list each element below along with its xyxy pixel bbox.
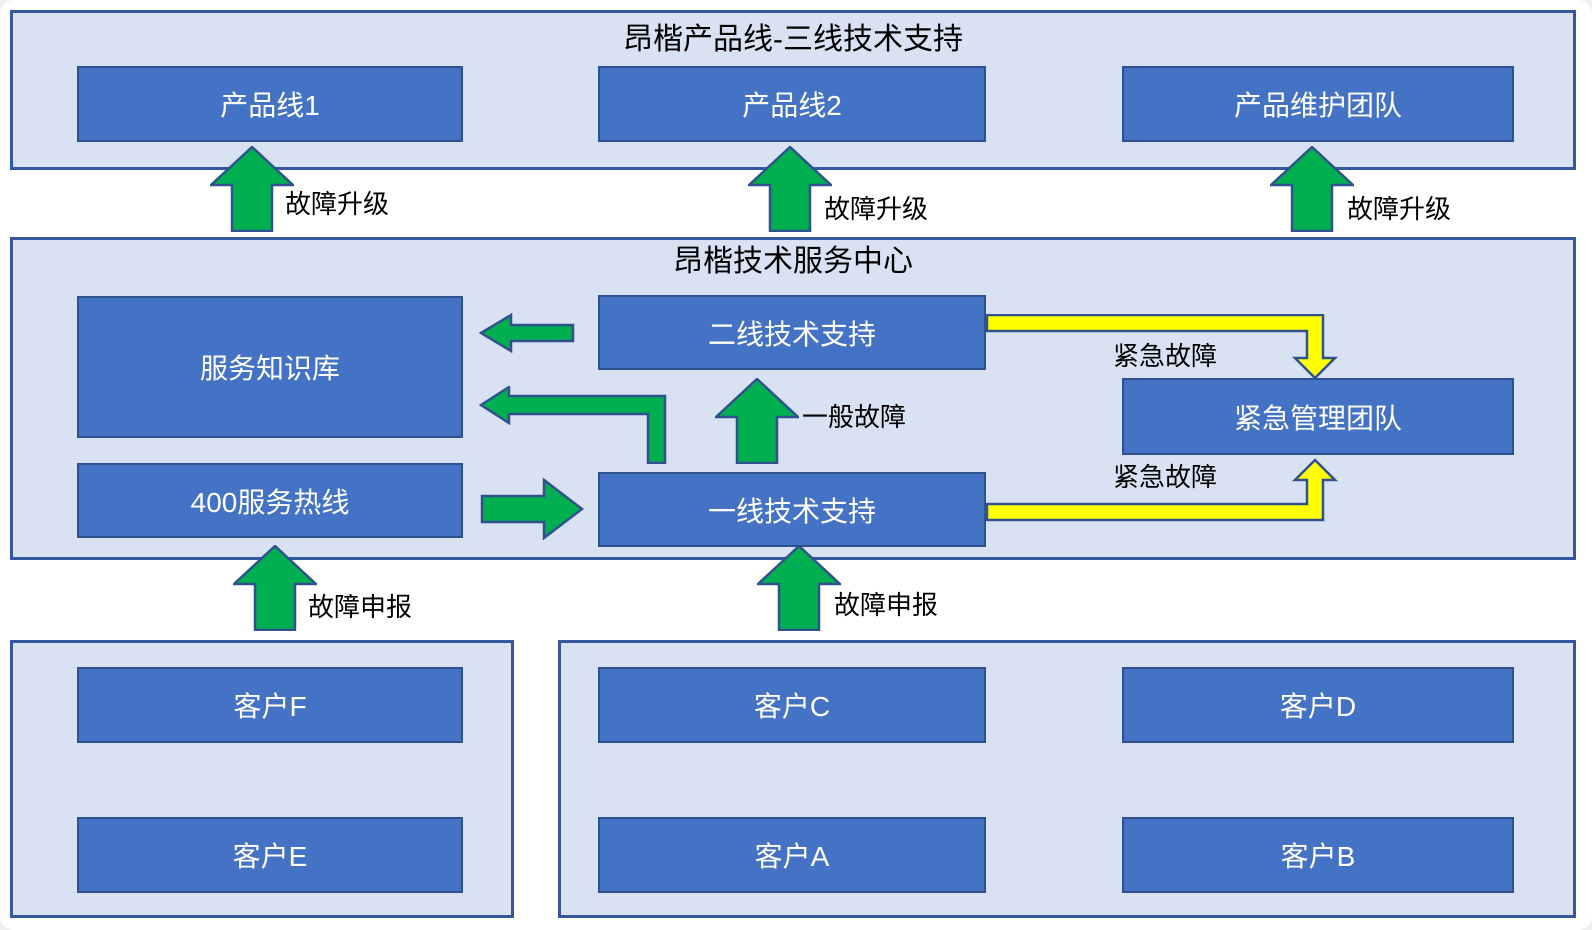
box-emergency-team-label: 紧急管理团队 [1233,402,1402,434]
box-first-line-support-label: 一线技术支持 [707,495,876,527]
box-customer-b-label: 客户B [1280,841,1356,872]
product-lines-title: 昂楷产品线-三线技术支持 [623,23,963,56]
label-general-fault: 一般故障 [802,402,907,432]
box-customer-e-label: 客户E [232,841,308,872]
second-line-to-knowledge-left-arrow-icon [479,313,575,353]
label-fault-escalation-1: 故障升级 [285,189,390,219]
box-customer-f-label: 客户F [233,691,307,722]
box-product-line-2-label: 产品线2 [742,90,842,121]
label-urgent-fault-top: 紧急故障 [1113,341,1218,371]
box-customer-b: 客户B [1122,817,1514,893]
first-line-to-knowledge-elbow-arrow-icon [479,386,667,464]
box-customer-a: 客户A [598,817,986,893]
fault-report-up-arrow-icon-left [233,545,317,631]
box-emergency-team: 紧急管理团队 [1122,378,1514,455]
box-customer-c: 客户C [598,667,986,743]
box-customer-a-label: 客户A [754,841,830,872]
hotline-to-first-line-right-arrow-icon [480,478,584,540]
box-product-maintenance-team-label: 产品维护团队 [1233,90,1402,121]
label-fault-report-left: 故障申报 [308,592,413,622]
box-product-maintenance-team: 产品维护团队 [1122,66,1514,142]
box-customer-c-label: 客户C [753,691,831,722]
box-first-line-support: 一线技术支持 [598,472,986,547]
box-customer-e: 客户E [77,817,463,893]
box-second-line-support-label: 二线技术支持 [707,318,876,350]
label-fault-escalation-3: 故障升级 [1347,194,1452,224]
box-customer-d: 客户D [1122,667,1514,743]
label-urgent-fault-bottom: 紧急故障 [1113,462,1218,492]
box-400-hotline-label: 400服务热线 [190,486,350,518]
box-second-line-support: 二线技术支持 [598,295,986,370]
fault-escalation-up-arrow-icon-1 [210,146,294,232]
box-customer-d-label: 客户D [1279,691,1357,722]
box-product-line-1: 产品线1 [77,66,463,142]
service-center-title: 昂楷技术服务中心 [673,245,913,278]
label-fault-escalation-2: 故障升级 [824,194,929,224]
fault-escalation-up-arrow-icon-2 [748,146,832,232]
urgent-fault-bottom-elbow-arrow-icon [986,458,1338,522]
box-product-line-1-label: 产品线1 [220,90,320,121]
fault-escalation-up-arrow-icon-3 [1270,146,1354,232]
box-knowledge-base-label: 服务知识库 [199,353,340,384]
fault-report-up-arrow-icon-right [757,545,841,631]
general-fault-up-arrow-icon [715,378,799,464]
box-product-line-2: 产品线2 [598,66,986,142]
box-400-hotline: 400服务热线 [77,463,463,538]
box-knowledge-base: 服务知识库 [77,296,463,438]
box-customer-f: 客户F [77,667,463,743]
label-fault-report-right: 故障申报 [834,590,939,620]
urgent-fault-top-elbow-arrow-icon [986,314,1338,380]
